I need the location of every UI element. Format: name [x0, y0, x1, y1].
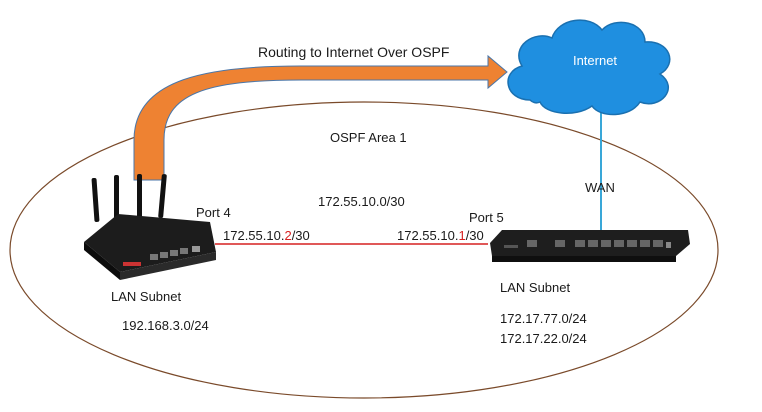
left-ip-label: 172.55.10.2/30 — [223, 228, 310, 243]
ospf-area-label: OSPF Area 1 — [330, 130, 407, 145]
right-ip-label: 172.55.10.1/30 — [397, 228, 484, 243]
right-lan-label: LAN Subnet — [500, 280, 571, 295]
edge-router-icon — [490, 230, 690, 262]
routing-title: Routing to Internet Over OSPF — [258, 44, 450, 60]
right-ip-octet: 1 — [458, 228, 466, 243]
routing-arrow — [133, 54, 508, 181]
left-lan-label: LAN Subnet — [111, 289, 182, 304]
transit-subnet-label: 172.55.10.0/30 — [318, 194, 405, 209]
right-lan-subnet: 172.17.77.0/24 — [500, 311, 587, 326]
right-lan-subnet: 172.17.22.0/24 — [500, 331, 587, 346]
left-port-label: Port 4 — [196, 205, 231, 220]
wan-label: WAN — [585, 180, 615, 195]
draytek-router-icon — [84, 174, 216, 280]
right-port-label: Port 5 — [469, 210, 504, 225]
internet-label: Internet — [572, 53, 618, 68]
internet-cloud-icon — [507, 19, 671, 116]
left-lan-subnet: 192.168.3.0/24 — [122, 318, 209, 333]
left-ip-octet: 2 — [284, 228, 292, 243]
ospf-area-ellipse — [9, 101, 719, 399]
